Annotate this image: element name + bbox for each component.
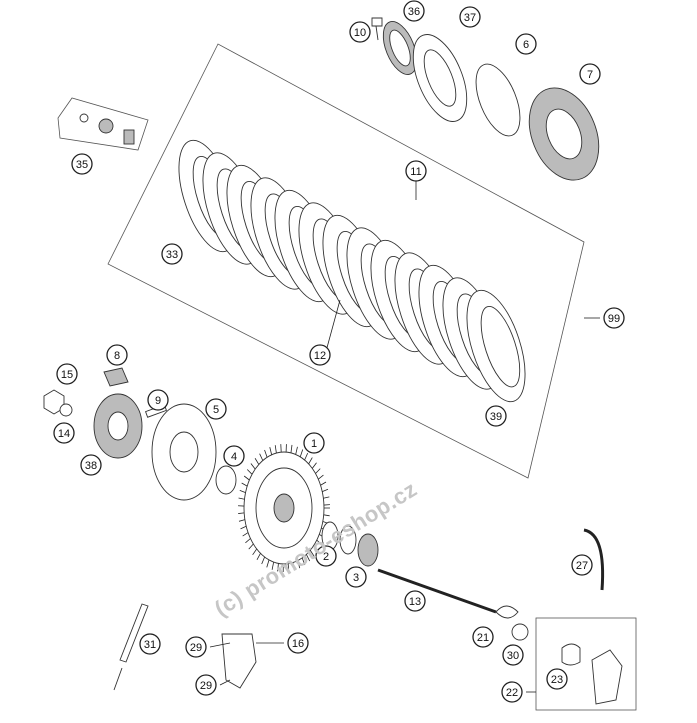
- callout-c16: 16: [287, 632, 309, 654]
- callout-number: 4: [231, 451, 237, 463]
- kit-frame-35: [57, 97, 149, 151]
- callout-c6: 6: [515, 33, 537, 55]
- gasket-21: [495, 605, 519, 619]
- callout-c27: 27: [571, 554, 593, 576]
- callout-c4: 4: [223, 445, 245, 467]
- callout-c29b: 29: [195, 674, 217, 696]
- callout-number: 36: [408, 6, 420, 18]
- callout-number: 14: [58, 428, 70, 440]
- callout-c33: 33: [161, 243, 183, 265]
- callout-number: 7: [587, 69, 593, 81]
- callout-c99: 99: [603, 307, 625, 329]
- bolt-10: [371, 17, 383, 41]
- callout-number: 37: [464, 12, 476, 24]
- callout-c2: 2: [315, 545, 337, 567]
- callout-c1: 1: [303, 432, 325, 454]
- washer-14: [59, 403, 73, 417]
- callout-number: 12: [314, 350, 326, 362]
- callout-number: 35: [76, 159, 88, 171]
- callout-number: 13: [409, 596, 421, 608]
- callout-number: 5: [213, 404, 219, 416]
- callout-number: 29: [200, 680, 212, 692]
- basket-gear-1: [238, 444, 330, 572]
- syringe-31: [113, 603, 149, 691]
- callout-number: 6: [523, 39, 529, 51]
- callout-number: 22: [506, 687, 518, 699]
- callout-c21: 21: [472, 626, 494, 648]
- callout-c30: 30: [502, 644, 524, 666]
- callout-number: 30: [507, 650, 519, 662]
- callout-c35: 35: [71, 153, 93, 175]
- callout-number: 15: [61, 369, 73, 381]
- callout-number: 1: [311, 438, 317, 450]
- callout-number: 11: [410, 166, 421, 178]
- callout-c13: 13: [404, 590, 426, 612]
- ring-6: [475, 63, 521, 137]
- washer-4: [215, 465, 237, 495]
- callout-number: 10: [354, 27, 366, 39]
- callout-c11: 11: [405, 160, 427, 182]
- hose-27: [583, 528, 605, 591]
- slave-cylinder: [591, 649, 623, 705]
- callout-c36: 36: [403, 0, 425, 22]
- clutch-pack-frame: [107, 43, 585, 479]
- callout-number: 29: [190, 642, 202, 654]
- cap-23: [561, 643, 581, 666]
- callout-number: 16: [292, 638, 304, 650]
- leader-lines: [209, 171, 600, 693]
- damper-8: [103, 367, 129, 387]
- callout-c14: 14: [53, 422, 75, 444]
- callout-number: 23: [551, 674, 563, 686]
- callout-number: 33: [166, 249, 178, 261]
- sleeve-3: [357, 533, 379, 567]
- callout-c31: 31: [139, 633, 161, 655]
- callout-c10: 10: [349, 21, 371, 43]
- o-ring-30: [511, 623, 529, 641]
- callout-c37: 37: [459, 6, 481, 28]
- callout-number: 99: [608, 313, 620, 325]
- callout-c38: 38: [80, 454, 102, 476]
- callout-number: 38: [85, 460, 97, 472]
- callout-c15: 15: [56, 363, 78, 385]
- callout-c22: 22: [501, 681, 523, 703]
- clutch-plate-stack: [178, 139, 526, 403]
- callout-c9: 9: [147, 389, 169, 411]
- callout-number: 39: [490, 411, 502, 423]
- callout-number: 3: [353, 572, 359, 584]
- callout-number: 21: [477, 632, 489, 644]
- bracket-16: [221, 633, 257, 689]
- callout-c8: 8: [106, 344, 128, 366]
- callout-number: 31: [144, 639, 156, 651]
- part-35: [79, 113, 89, 123]
- callout-c23: 23: [546, 668, 568, 690]
- callout-c3: 3: [345, 566, 367, 588]
- callout-number: 9: [155, 395, 161, 407]
- callout-c5: 5: [205, 398, 227, 420]
- callout-number: 27: [576, 560, 588, 572]
- callout-c7: 7: [579, 63, 601, 85]
- callout-c29a: 29: [185, 636, 207, 658]
- callout-number: 8: [114, 350, 120, 362]
- callout-c12: 12: [309, 344, 331, 366]
- callout-number: 2: [323, 551, 329, 563]
- push-rod-13: [377, 568, 497, 614]
- kit-frame-22: [535, 617, 637, 711]
- callout-c39: 39: [485, 405, 507, 427]
